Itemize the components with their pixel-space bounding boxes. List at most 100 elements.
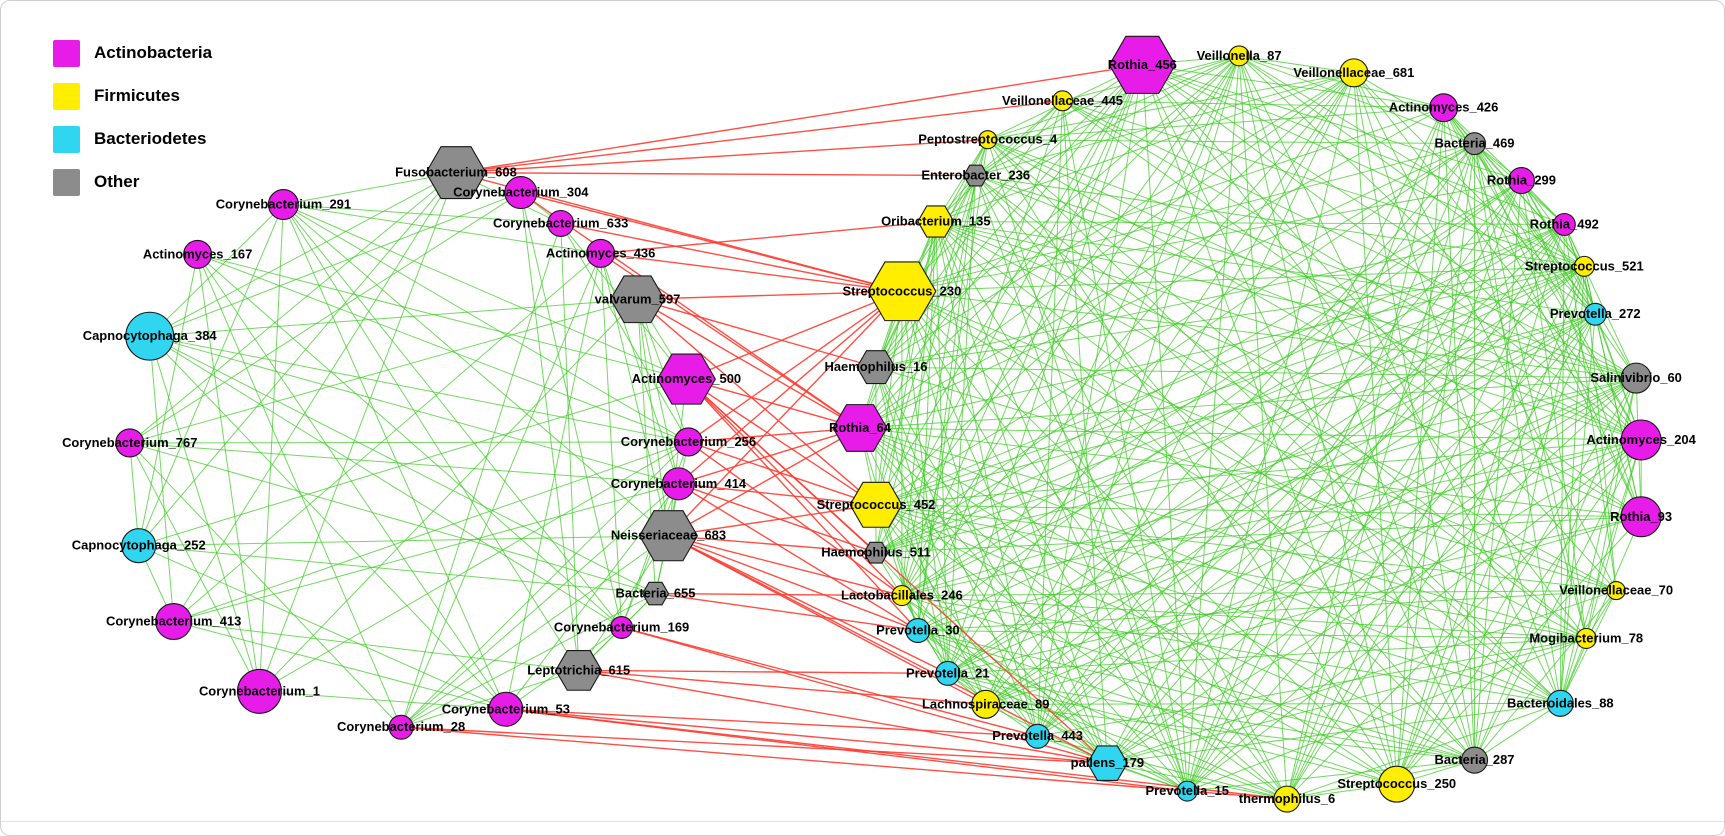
node-Rothia_456[interactable]: [1108, 35, 1176, 94]
intra-cluster-edge: [875, 504, 1617, 592]
node-valvarum_597[interactable]: [609, 275, 666, 324]
intra-cluster-edge: [149, 335, 507, 710]
node-Bacteria_655[interactable]: [641, 581, 670, 606]
node-Corynebacterium_767[interactable]: [115, 428, 145, 458]
intra-cluster-edge: [1520, 180, 1587, 639]
inter-cluster-edge: [637, 298, 877, 368]
node-Prevotella_15[interactable]: [1176, 780, 1198, 802]
intra-cluster-edge: [400, 669, 579, 728]
node-Neisseriaceae_683[interactable]: [638, 510, 699, 562]
inter-cluster-edge: [600, 220, 936, 255]
node-Rothia_64[interactable]: [832, 404, 888, 452]
intra-cluster-edge: [985, 55, 1240, 705]
node-Actinomyces_426[interactable]: [1429, 93, 1459, 123]
intra-cluster-edge: [975, 100, 1063, 176]
intra-cluster-edge: [1107, 702, 1561, 764]
node-Streptococcus_521[interactable]: [1573, 255, 1595, 277]
intra-cluster-edge: [1474, 590, 1617, 761]
intra-cluster-edge: [975, 175, 1188, 792]
node-Lachnospiraceae_89[interactable]: [971, 689, 1001, 719]
node-Mogibacterium_78[interactable]: [1575, 627, 1597, 649]
intra-cluster-edge: [987, 107, 1444, 141]
node-Actinomyces_436[interactable]: [586, 238, 616, 268]
node-Rothia_299[interactable]: [1507, 167, 1535, 195]
node-Actinomyces_167[interactable]: [183, 239, 213, 269]
node-thermophilus_6[interactable]: [1273, 785, 1301, 813]
node-Corynebacterium_291[interactable]: [267, 188, 299, 221]
node-Streptococcus_452[interactable]: [849, 481, 903, 528]
node-pallens_179[interactable]: [1086, 745, 1128, 781]
node-Bacteria_469[interactable]: [1463, 132, 1487, 156]
intra-cluster-edge: [1107, 224, 1565, 764]
node-Rothia_93[interactable]: [1620, 496, 1662, 538]
intra-cluster-edge: [1107, 377, 1637, 764]
node-Streptococcus_250[interactable]: [1378, 765, 1416, 803]
intra-cluster-edge: [859, 427, 1561, 704]
node-Corynebacterium_304[interactable]: [504, 176, 538, 210]
intra-cluster-edge: [138, 545, 507, 710]
intra-cluster-edge: [875, 64, 1143, 506]
inter-cluster-edge: [685, 378, 919, 631]
node-Haemophilus_511[interactable]: [863, 541, 889, 564]
intra-cluster-edge: [1107, 637, 1587, 764]
node-Corynebacterium_169[interactable]: [610, 615, 634, 640]
intra-cluster-edge: [901, 224, 1565, 597]
node-Corynebacterium_633[interactable]: [547, 209, 575, 237]
intra-cluster-edge: [859, 265, 1585, 429]
node-Haemophilus_16[interactable]: [856, 350, 896, 385]
node-Actinomyces_204[interactable]: [1620, 419, 1662, 461]
inter-cluster-edge: [667, 290, 903, 537]
intra-cluster-edge: [1443, 107, 1642, 441]
inter-cluster-edge: [686, 378, 877, 506]
node-Corynebacterium_1[interactable]: [236, 668, 282, 714]
node-Bacteria_287[interactable]: [1461, 746, 1489, 774]
node-Corynebacterium_413[interactable]: [155, 603, 193, 641]
intra-cluster-edge: [975, 175, 1288, 800]
node-Rothia_492[interactable]: [1552, 212, 1576, 236]
node-Oribacterium_135[interactable]: [917, 205, 955, 238]
node-Prevotella_272[interactable]: [1583, 302, 1607, 326]
intra-cluster-edge: [901, 265, 1585, 292]
inter-cluster-edge: [668, 535, 903, 597]
intra-cluster-edge: [283, 204, 601, 254]
intra-cluster-edge: [935, 55, 1240, 222]
node-Leptotrichia_615[interactable]: [555, 649, 603, 691]
intra-cluster-edge: [1474, 143, 1561, 704]
intra-cluster-edge: [917, 630, 1475, 761]
node-Veillonellaceae_70[interactable]: [1606, 581, 1626, 601]
intra-cluster-edge: [1396, 439, 1642, 785]
node-Corynebacterium_28[interactable]: [388, 714, 414, 740]
intra-cluster-edge: [1186, 439, 1642, 792]
inter-cluster-edge: [677, 290, 903, 485]
node-Salinivibrio_60[interactable]: [1620, 362, 1652, 394]
node-Actinomyces_500[interactable]: [656, 353, 716, 405]
intra-cluster-edge: [129, 441, 689, 444]
node-Capnocytophaga_252[interactable]: [121, 528, 157, 564]
node-Prevotella_443[interactable]: [1025, 723, 1051, 749]
intra-cluster-edge: [901, 595, 1587, 639]
intra-cluster-edge: [859, 64, 1143, 429]
node-Enterobacter_236[interactable]: [963, 164, 989, 187]
inter-cluster-edge: [668, 535, 877, 554]
intra-cluster-edge: [875, 366, 1617, 592]
node-Veillonellaceae_681[interactable]: [1339, 58, 1369, 88]
node-Streptococcus_230[interactable]: [867, 261, 937, 322]
node-Prevotella_21[interactable]: [935, 660, 961, 686]
node-Fusobacterium_608[interactable]: [425, 146, 487, 200]
intra-cluster-edge: [1037, 64, 1143, 737]
intra-cluster-edge: [259, 298, 638, 692]
intra-cluster-edge: [875, 439, 1642, 506]
intra-cluster-edge: [901, 72, 1355, 596]
node-Bacteroidales_88[interactable]: [1546, 689, 1574, 717]
node-Veillonellaceae_445[interactable]: [1051, 90, 1074, 112]
node-Lactobacillales_246[interactable]: [891, 585, 913, 607]
node-Peptostreptococcus_4[interactable]: [978, 130, 998, 150]
node-Prevotella_30[interactable]: [905, 617, 931, 644]
node-Corynebacterium_256[interactable]: [673, 427, 703, 457]
node-Corynebacterium_53[interactable]: [488, 691, 524, 727]
node-Corynebacterium_414[interactable]: [661, 467, 695, 501]
intra-cluster-edge: [917, 630, 1397, 785]
node-Capnocytophaga_384[interactable]: [125, 311, 175, 361]
node-Veillonella_87[interactable]: [1228, 45, 1250, 67]
intra-cluster-edge: [875, 55, 1240, 368]
